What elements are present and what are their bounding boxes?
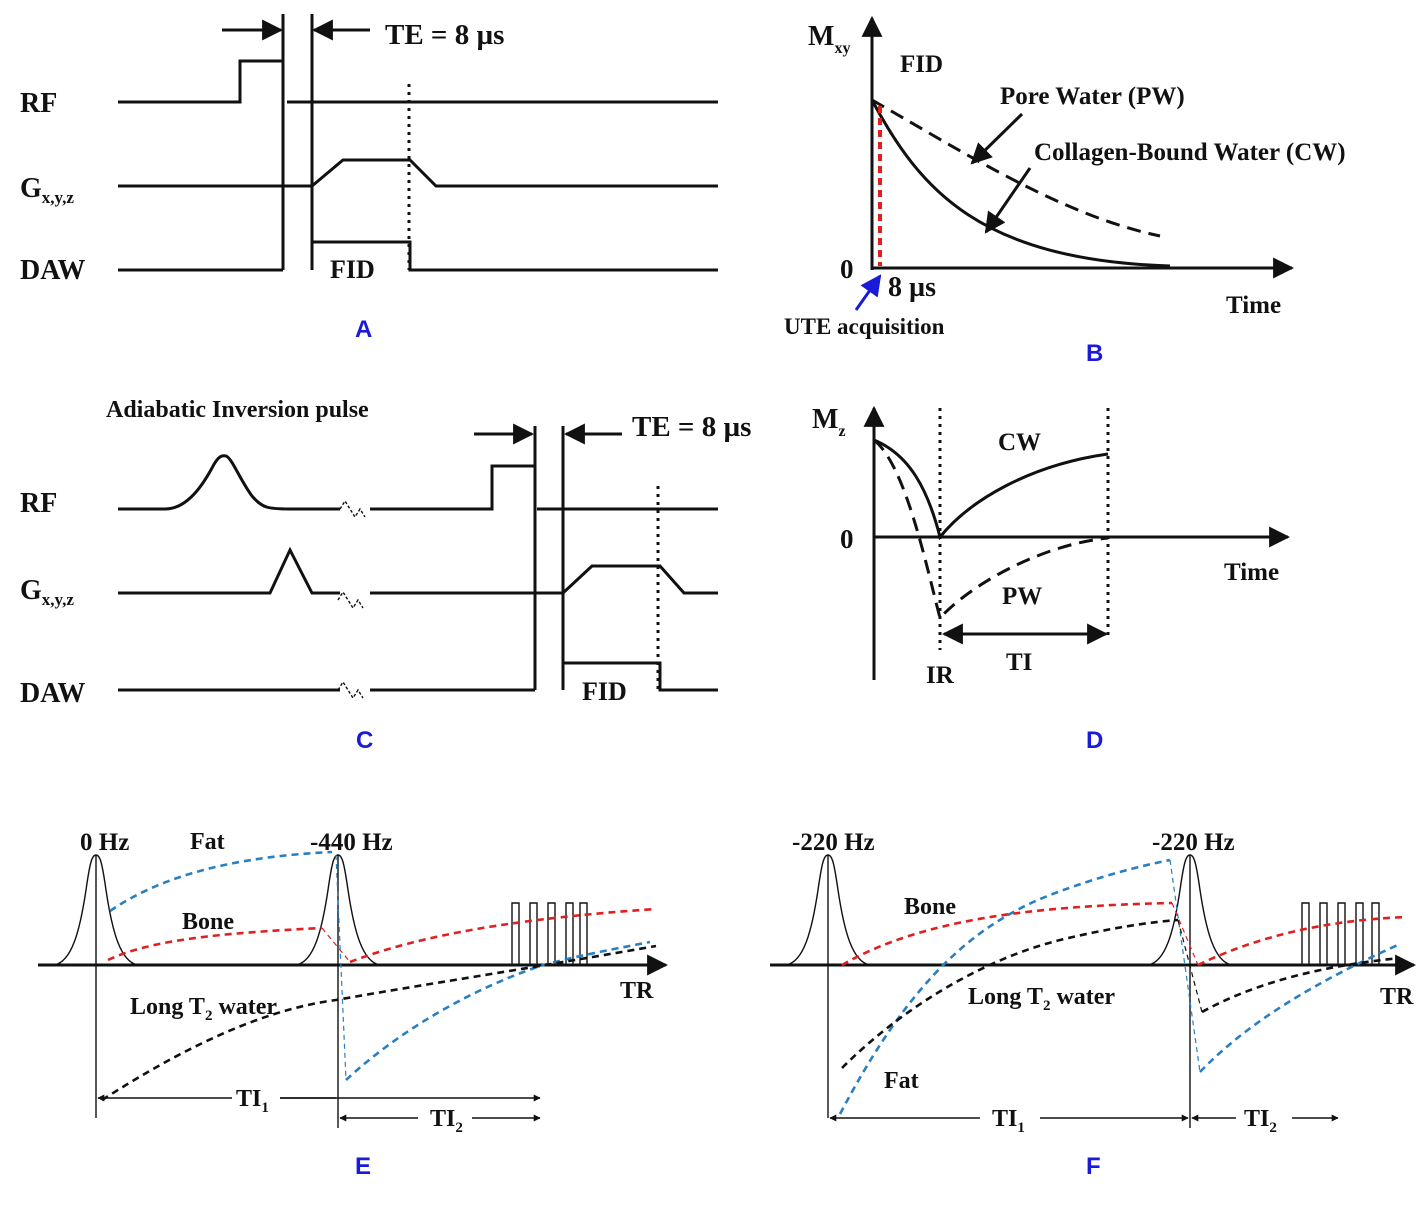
ute-arrow	[854, 274, 882, 311]
bone-curve-1	[841, 901, 1173, 967]
panel-letter-d: D	[1086, 727, 1103, 754]
gradient-waveform	[118, 158, 718, 188]
fat-curve-2	[345, 940, 651, 1081]
rf-excitation-pulse	[370, 464, 535, 511]
daw-label: DAW	[20, 678, 85, 709]
bone-label: Bone	[182, 909, 234, 935]
pw-arrow	[970, 112, 1024, 165]
panel-e: 0 Hz -440 Hz Fat Bone Long T2 water TR T…	[38, 829, 669, 1180]
ti2-label: TI2	[430, 1106, 463, 1136]
freq-label-2: -220 Hz	[1152, 829, 1235, 856]
fat-inversion	[335, 854, 347, 1081]
long-t2-water-curve-2	[1201, 956, 1401, 1014]
y-axis-label: Mz	[812, 404, 846, 440]
panel-c: Adiabatic Inversion pulse RF Gx,y,z DAW …	[20, 397, 751, 754]
daw-window	[310, 240, 718, 272]
long-t2-water-curve-1	[841, 918, 1179, 1069]
panel-letter-a: A	[355, 316, 372, 343]
freq-label-2: -440 Hz	[310, 829, 393, 856]
origin-label: 0	[840, 524, 854, 554]
readout-pulse-train	[511, 902, 588, 965]
rf-label: RF	[20, 488, 57, 519]
adiabatic-pulse	[118, 454, 340, 511]
time-label: Time	[1226, 292, 1281, 319]
tr-label: TR	[1380, 984, 1414, 1010]
daw-label: DAW	[20, 255, 85, 286]
cw-arrow	[984, 167, 1032, 234]
bone-curve-1	[107, 926, 323, 962]
freq-label-1: -220 Hz	[792, 829, 875, 856]
panel-f: -220 Hz -220 Hz Bone Fat Long T2 water T…	[770, 829, 1417, 1180]
fid-label: FID	[330, 255, 375, 284]
fat-label: Fat	[190, 829, 225, 855]
tr-label: TR	[620, 978, 654, 1004]
y-axis-label: Mxy	[808, 21, 850, 57]
long-t2-water-curve	[101, 944, 657, 1102]
freq-label-1: 0 Hz	[80, 829, 129, 856]
readout-pulse-train	[1301, 902, 1380, 965]
fat-curve-2	[1199, 942, 1401, 1073]
te-label: TE = 8 µs	[632, 411, 751, 443]
inversion-title: Adiabatic Inversion pulse	[106, 397, 369, 423]
fid-label: FID	[900, 51, 943, 78]
time-break-marks	[337, 499, 366, 700]
cw-curve	[870, 99, 1171, 268]
bone-curve-2	[349, 907, 657, 964]
water-label: Long T2 water	[130, 994, 277, 1024]
ti1-label: TI1	[992, 1106, 1025, 1136]
origin-label: 0	[840, 254, 854, 284]
panel-b: Mxy FID Pore Water (PW) Collagen-Bound W…	[784, 15, 1346, 367]
cw-label: Collagen-Bound Water (CW)	[1034, 139, 1346, 166]
ir-label: IR	[926, 662, 955, 689]
gradient-label: Gx,y,z	[20, 575, 74, 609]
gradient-label: Gx,y,z	[20, 173, 74, 207]
cw-label: CW	[998, 429, 1041, 456]
ti2-label: TI2	[1244, 1106, 1277, 1136]
water-label: Long T2 water	[968, 984, 1115, 1014]
rf-pulse	[118, 59, 283, 104]
water-inversion	[1177, 919, 1203, 1013]
ute-label: UTE acquisition	[784, 314, 945, 339]
te-label: 8 µs	[888, 272, 936, 303]
panel-letter-f: F	[1086, 1153, 1101, 1180]
fat-label: Fat	[884, 1068, 919, 1094]
panel-a: RF Gx,y,z DAW TE = 8 µs FID A	[20, 14, 718, 343]
pw-curve	[871, 98, 1161, 238]
cw-curve	[873, 438, 1109, 541]
pw-label: PW	[1002, 583, 1042, 610]
pw-curve	[873, 438, 1109, 622]
panel-letter-b: B	[1086, 340, 1103, 367]
pw-label: Pore Water (PW)	[1000, 83, 1185, 110]
bone-inversion	[1171, 902, 1199, 966]
fat-curve-1	[838, 858, 1171, 1115]
fid-label: FID	[582, 677, 627, 706]
readout-gradient	[370, 564, 718, 595]
time-label: Time	[1224, 559, 1279, 586]
bone-label: Bone	[904, 894, 956, 920]
ti1-label: TI1	[236, 1086, 269, 1116]
ti-label: TI	[1006, 649, 1032, 676]
daw-window	[561, 661, 718, 692]
rf-label: RF	[20, 88, 57, 119]
panel-letter-c: C	[356, 727, 373, 754]
bone-curve-2	[1197, 915, 1407, 967]
te-label: TE = 8 µs	[385, 19, 504, 51]
panel-d: Mz 0 CW PW Time IR TI D	[812, 404, 1291, 754]
spoiler-gradient	[118, 546, 340, 595]
fat-curve-1	[109, 850, 333, 913]
bone-inversion	[321, 927, 351, 963]
panel-letter-e: E	[355, 1153, 371, 1180]
